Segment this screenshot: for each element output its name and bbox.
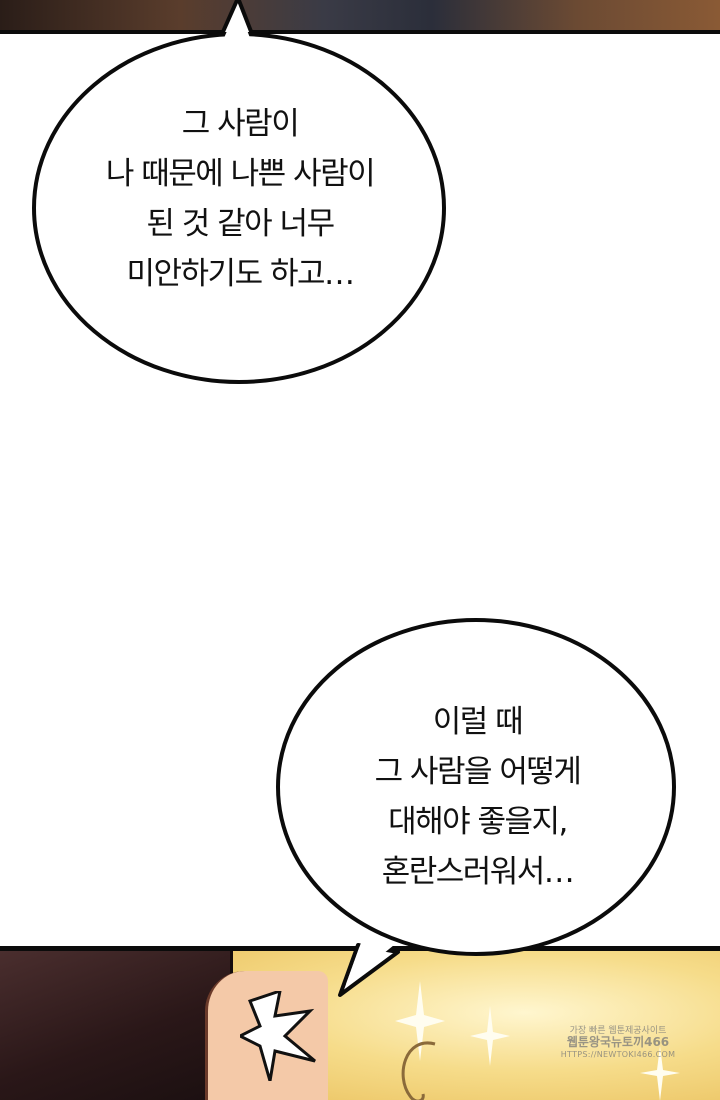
- dialogue-line: 이럴 때: [432, 704, 524, 740]
- dialogue-line: 미안하기도 하고…: [126, 256, 356, 292]
- dialogue-line: 그 사람이: [181, 106, 300, 142]
- dialogue-line: 된 것 같아 너무: [146, 206, 335, 242]
- sparkle-icon: [640, 1046, 680, 1100]
- speech-bubble-1: [32, 0, 446, 384]
- speech-bubble-2-text: 이럴 때 그 사람을 어떻게 대해야 좋을지, 혼란스러워서…: [285, 697, 670, 897]
- top-panel-art: [0, 0, 720, 34]
- sparkle-icon: [470, 1006, 510, 1066]
- watermark-url: HTTPS://NEWTOKI466.COM: [560, 1050, 676, 1060]
- speech-bubble-2: [276, 618, 676, 997]
- speech-bubble-1-text: 그 사람이 나 때문에 나쁜 사람이 된 것 같아 너무 미안하기도 하고…: [40, 99, 440, 299]
- surprise-burst-icon: [240, 991, 316, 1081]
- dialogue-line: 혼란스러워서…: [381, 854, 575, 890]
- sparkle-icon: [395, 981, 445, 1061]
- dialogue-line: 그 사람을 어떻게: [374, 754, 582, 790]
- watermark-tagline: 가장 빠른 웹툰제공사이트: [569, 1026, 667, 1036]
- dialogue-line: 대해야 좋을지,: [388, 804, 568, 840]
- watermark-site-name: 웹툰왕국뉴토끼466: [566, 1035, 670, 1050]
- dialogue-line: 나 때문에 나쁜 사람이: [105, 156, 376, 192]
- site-watermark: 가장 빠른 웹툰제공사이트 웹툰왕국뉴토끼466 HTTPS://NEWTOKI…: [548, 1026, 688, 1059]
